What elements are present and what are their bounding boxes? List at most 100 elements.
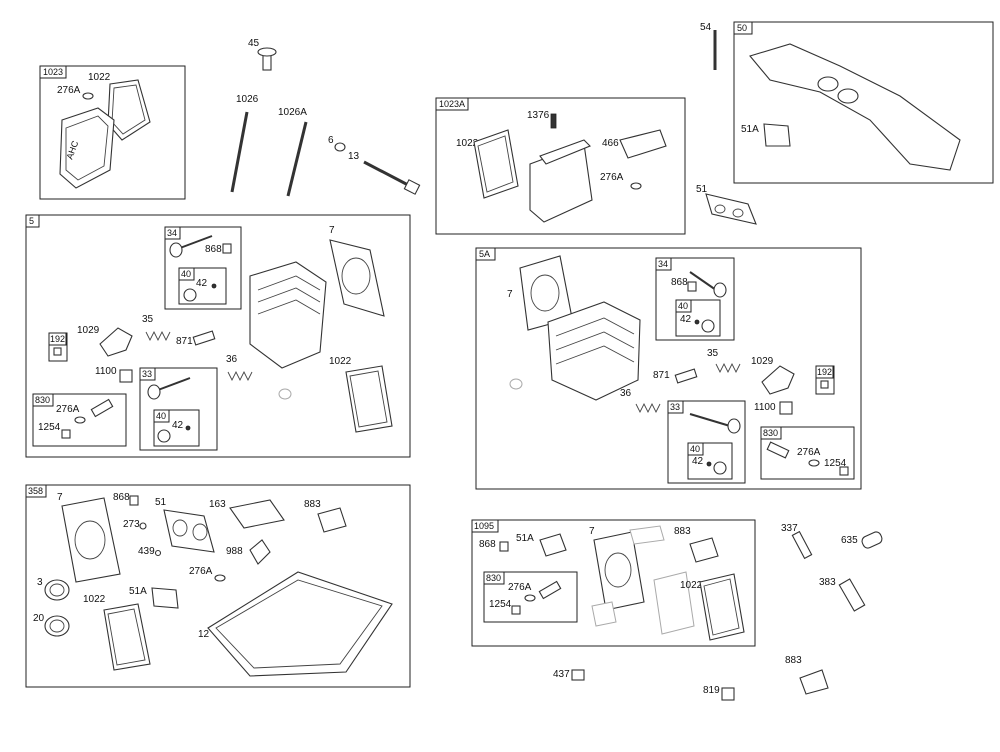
washer-part: [82, 92, 94, 100]
group-number-5a: 5A: [479, 249, 490, 259]
nut-192-b: [820, 380, 829, 389]
valve-33-head: [147, 384, 161, 400]
nut-437: [571, 669, 585, 681]
valve-33-stem: [157, 377, 191, 391]
washer-276a-c: [74, 416, 86, 424]
cylinder-head-5a-fin-1: [555, 317, 635, 337]
group-box-1095: [471, 519, 756, 647]
gasket-ghost-1: [629, 525, 665, 545]
label-276a-b: 276A: [600, 172, 624, 183]
label-35: 35: [142, 314, 154, 325]
head-gasket-7-b-bore: [530, 274, 560, 312]
spring-36: [227, 370, 253, 382]
cylinder-head-5a: [547, 301, 641, 401]
spark-plug-337: [791, 530, 813, 560]
keeper-42: [211, 283, 217, 289]
washer-276a-e: [214, 574, 226, 582]
group-number-830-c: 830: [486, 573, 501, 583]
stud-1100-b: [779, 401, 793, 415]
group-tag-34-b: [655, 257, 672, 271]
valve-33b-head: [727, 418, 741, 434]
gasket-51a: [763, 123, 791, 147]
label-1029: 1029: [77, 325, 100, 336]
label-42: 42: [196, 278, 208, 289]
cylinder-head-fin-2: [257, 287, 321, 303]
group-number-50: 50: [737, 23, 747, 33]
label-439: 439: [138, 546, 155, 557]
gasket-1022-c-inner: [349, 370, 388, 428]
group-tag-1023a: [435, 97, 469, 111]
group-tag-34-a: [164, 226, 181, 240]
label-883-b: 883: [674, 526, 691, 537]
gasket-51: [705, 193, 757, 225]
label-276a-e: 276A: [189, 566, 213, 577]
group-number-40-c: 40: [678, 301, 688, 311]
label-7-d: 7: [589, 526, 595, 537]
group-tag-830-a: [32, 393, 54, 407]
label-42-c: 42: [680, 314, 692, 325]
label-51-b: 51: [155, 497, 167, 508]
gasket-466: [619, 129, 667, 159]
group-tag-192-b: [815, 365, 834, 379]
group-tag-1023: [39, 65, 67, 79]
group-tag-5a: [475, 247, 496, 261]
group-tag-50: [733, 21, 753, 35]
cylinder-head-fin-1: [257, 275, 321, 291]
label-1022-c: 1022: [329, 356, 352, 367]
label-20: 20: [33, 613, 45, 624]
sensor-383: [838, 578, 866, 612]
label-871-b: 871: [653, 370, 670, 381]
stud-830-b: [766, 441, 790, 459]
label-7-c: 7: [57, 492, 63, 503]
retainer-40-c: [701, 319, 715, 333]
group-box-34-a: [164, 226, 242, 310]
gasket-1022-d-inner: [107, 608, 146, 666]
label-1026: 1026: [236, 94, 259, 105]
head-gasket-7-d-bore: [604, 552, 632, 588]
label-54: 54: [700, 22, 712, 33]
stud-1100: [119, 369, 133, 383]
group-tag-40-b: [153, 409, 170, 423]
group-number-358: 358: [28, 486, 43, 496]
label-871: 871: [176, 336, 193, 347]
label-635: 635: [841, 535, 858, 546]
label-273: 273: [123, 519, 140, 530]
spring-36-b: [635, 402, 661, 414]
group-tag-40-d: [687, 442, 704, 456]
label-6: 6: [328, 135, 334, 146]
rocker-1029: [99, 327, 133, 357]
screw-1376: [550, 113, 557, 129]
group-tag-1095: [471, 519, 499, 533]
bolt-13-head: [403, 179, 421, 195]
group-number-1023: 1023: [43, 67, 63, 77]
label-868: 868: [205, 244, 222, 255]
label-883-c: 883: [785, 655, 802, 666]
washer-276a-d: [808, 459, 820, 467]
group-box-34-b: [655, 257, 735, 341]
group-number-34-b: 34: [658, 259, 668, 269]
label-13: 13: [348, 151, 360, 162]
valve-34b-head: [713, 282, 727, 298]
stud-830-c: [538, 580, 562, 600]
label-42-d: 42: [692, 456, 704, 467]
group-box-40-b: [153, 409, 200, 447]
label-51a-b: 51A: [129, 586, 147, 597]
gasket-883: [317, 507, 347, 533]
seal-20: [44, 615, 70, 637]
label-7-b: 7: [507, 289, 513, 300]
pushrod-1026a: [286, 121, 308, 197]
group-number-40-d: 40: [690, 444, 700, 454]
group-number-192-b: 192: [817, 367, 832, 377]
gasket-51-hole-1: [714, 204, 726, 214]
group-number-33-b: 33: [670, 402, 680, 412]
part-273: [139, 522, 147, 530]
label-383: 383: [819, 577, 836, 588]
boot-635: [861, 531, 883, 549]
label-1376: 1376: [527, 110, 550, 121]
group-box-33-a: [139, 367, 218, 451]
group-number-34-a: 34: [167, 228, 177, 238]
cylinder-head-5a-fin-2: [555, 331, 635, 351]
gasket-51-b-hole-1: [172, 519, 188, 537]
seal-3-inner: [49, 583, 65, 597]
washer-5a: [509, 378, 523, 390]
